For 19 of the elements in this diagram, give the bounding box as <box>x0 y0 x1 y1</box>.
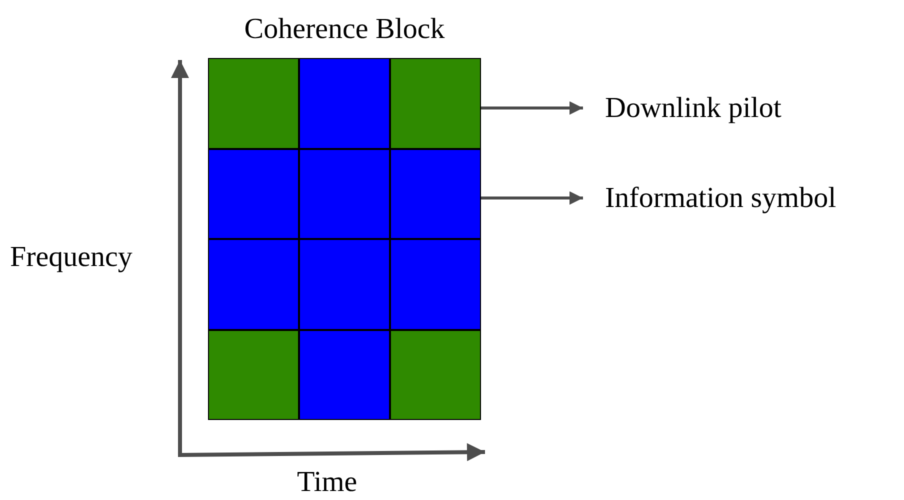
symbol-cell <box>208 239 299 330</box>
callout-label: Downlink pilot <box>605 94 782 123</box>
axis-label: Time <box>297 468 358 497</box>
symbol-cell <box>299 148 390 239</box>
axis-label: Frequency <box>10 243 132 272</box>
symbol-cell <box>390 239 481 330</box>
pilot-cell <box>390 330 481 420</box>
symbol-cell <box>299 330 390 420</box>
symbol-cell <box>208 148 299 239</box>
grid-title: Coherence Block <box>244 15 445 44</box>
symbol-cell <box>299 239 390 330</box>
pilot-cell <box>208 330 299 420</box>
symbol-cell <box>299 58 390 148</box>
leader-arrow <box>480 191 583 205</box>
callout-label: Information symbol <box>605 184 836 213</box>
pilot-cell <box>390 58 481 148</box>
leader-arrow <box>480 101 583 115</box>
symbol-cell <box>390 148 481 239</box>
pilot-cell <box>208 58 299 148</box>
